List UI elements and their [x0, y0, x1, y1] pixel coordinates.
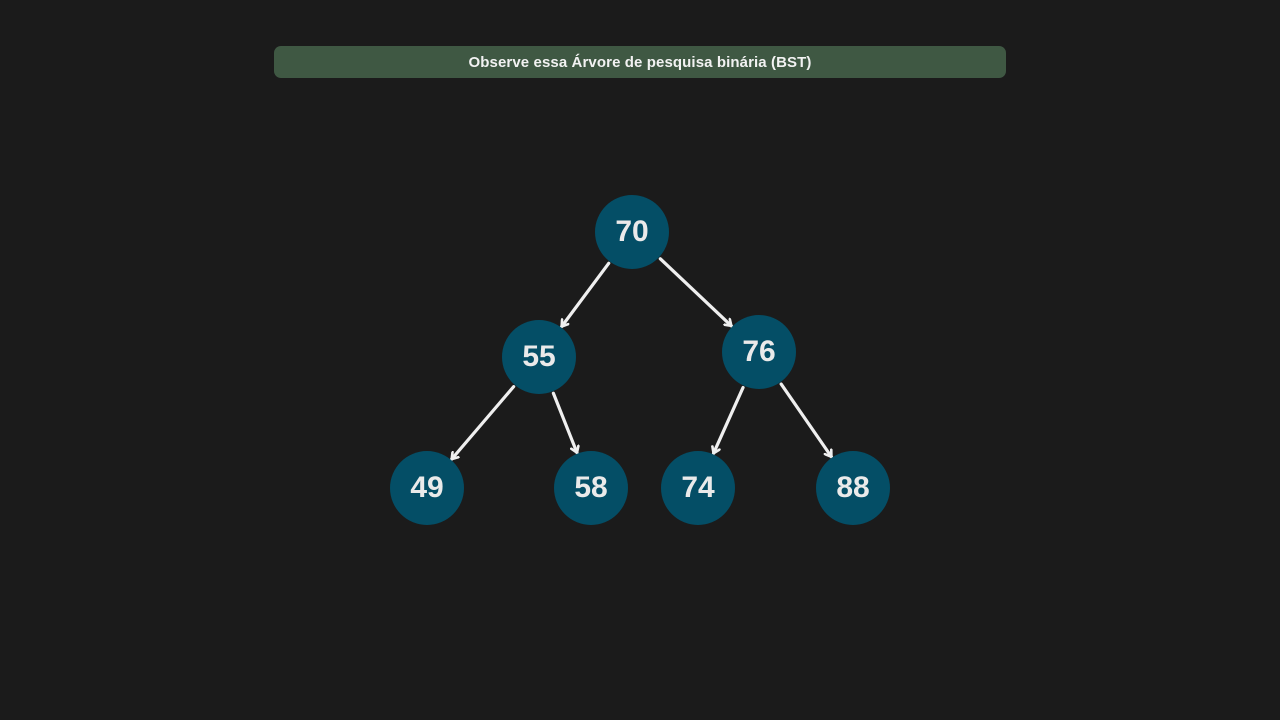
node-70: 70 [595, 195, 669, 269]
node-value: 58 [574, 471, 608, 504]
edge-70-to-55 [560, 261, 611, 329]
node-88: 88 [816, 451, 890, 525]
edge-70-to-76 [658, 257, 733, 328]
edge-76-to-74 [714, 385, 745, 455]
node-49: 49 [390, 451, 464, 525]
edge-55-to-49 [450, 385, 516, 461]
node-value: 88 [836, 471, 870, 504]
node-value: 55 [522, 340, 556, 373]
node-value: 70 [615, 215, 649, 248]
title-text: Observe essa Árvore de pesquisa binária … [468, 53, 812, 71]
edge-76-to-88 [779, 382, 833, 459]
node-value: 76 [742, 335, 776, 368]
node-value: 49 [410, 471, 444, 504]
node-74: 74 [661, 451, 735, 525]
title-banner: Observe essa Árvore de pesquisa binária … [274, 46, 1006, 78]
edge-55-to-58 [551, 391, 577, 455]
node-58: 58 [554, 451, 628, 525]
node-value: 74 [681, 471, 715, 504]
node-55: 55 [502, 320, 576, 394]
node-76: 76 [722, 315, 796, 389]
